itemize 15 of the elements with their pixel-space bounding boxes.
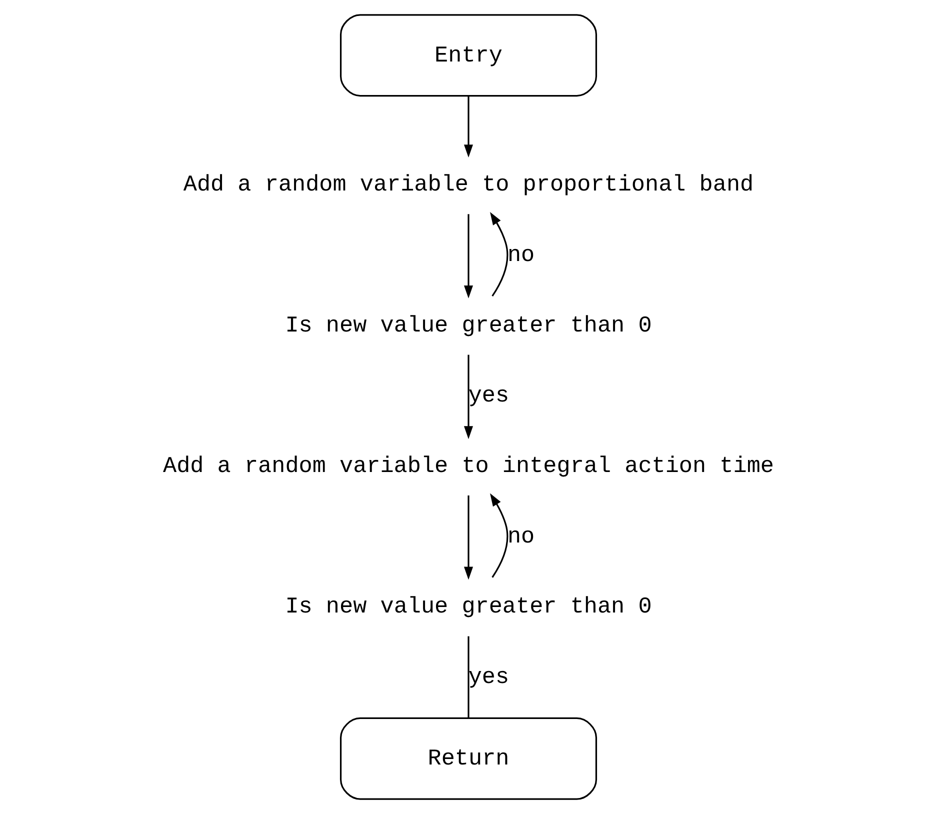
edge-label: no [506, 242, 534, 268]
arrow [463, 214, 473, 298]
node-text: Is new value greater than 0 [284, 594, 652, 620]
arrow [490, 493, 508, 578]
arrow [463, 96, 473, 158]
connector [467, 636, 469, 718]
edge-label: no [506, 523, 534, 550]
node-text: Add a random variable to integral action time [162, 452, 774, 479]
node-box: Entry [339, 14, 597, 97]
arrow [463, 495, 473, 580]
arrow [463, 354, 473, 440]
node-box: Return [339, 717, 597, 800]
node-text: Add a random variable to proportional band [182, 172, 754, 198]
node-text: Is new value greater than 0 [284, 312, 652, 338]
arrow [490, 212, 508, 296]
